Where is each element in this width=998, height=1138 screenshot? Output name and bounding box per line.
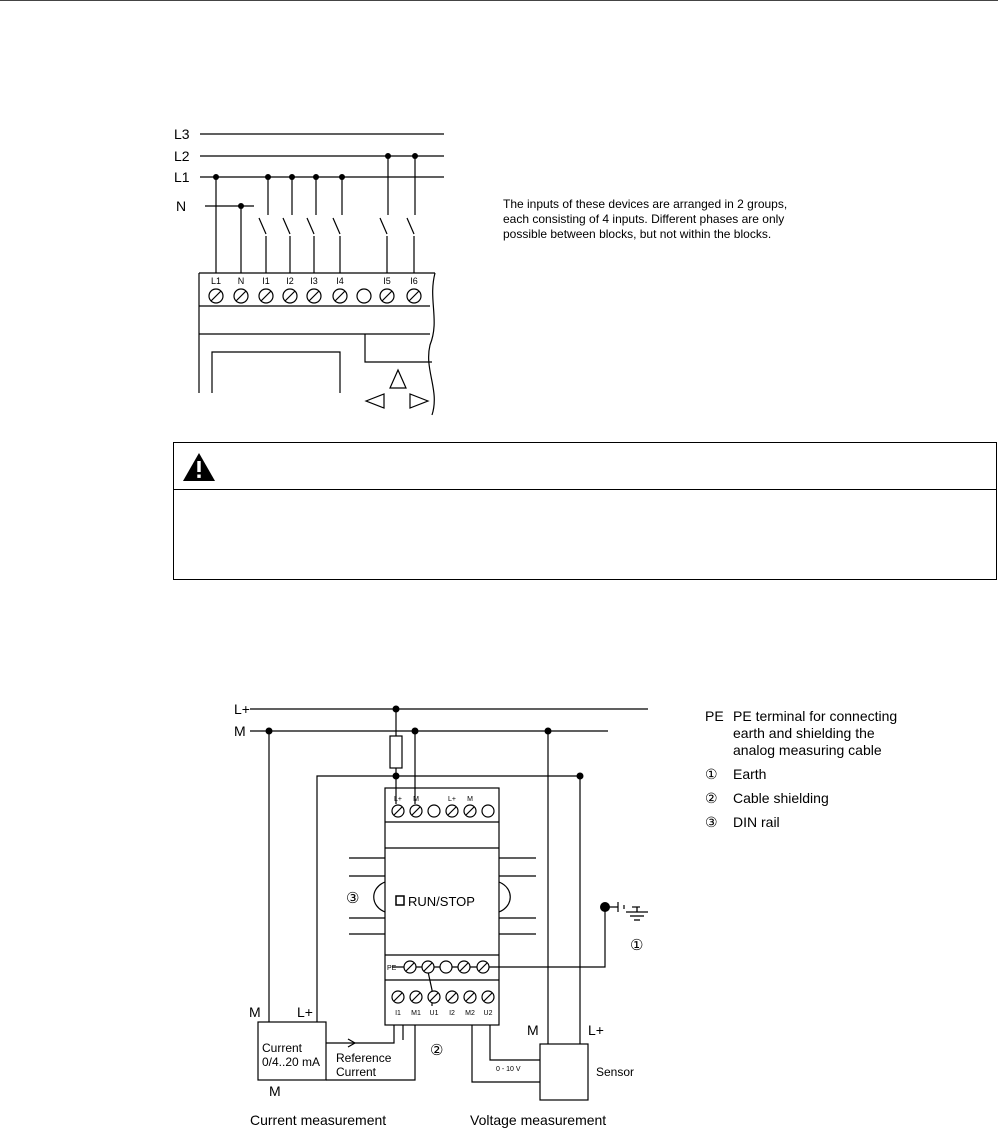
- voltage-range-label: 0 - 10 V: [496, 1066, 521, 1073]
- current-bottom-m-label: M: [269, 1083, 281, 1099]
- caption-current-measurement: Current measurement: [250, 1112, 387, 1128]
- top-terminal-1: L+: [394, 796, 402, 803]
- wiring-diagram-inputs: L3 L2 L1 N L1 N I1 I2 I3 I4 I5 I6: [174, 126, 444, 416]
- label-l2: L2: [174, 148, 190, 164]
- top-rule: [0, 0, 998, 1]
- terminal-n: N: [238, 276, 245, 286]
- terminal-l1: L1: [211, 276, 221, 286]
- marker-earth: ①: [630, 937, 643, 954]
- legend-key: ①: [705, 766, 718, 782]
- top-terminal-2: M: [413, 796, 419, 803]
- legend-text: Earth: [733, 766, 767, 782]
- pe-terminal-label: PE: [387, 965, 397, 972]
- terminal-i2: I2: [286, 276, 294, 286]
- warning-header: [174, 443, 996, 490]
- sensor-lplus-label: L+: [588, 1022, 604, 1038]
- legend-text: PE terminal for connecting earth and shi…: [733, 708, 898, 758]
- legend-item-earth: ① Earth: [705, 766, 905, 783]
- top-terminal-3: L+: [448, 796, 456, 803]
- legend-item-pe: PE PE terminal for connecting earth and …: [705, 708, 905, 759]
- input-groups-note: The inputs of these devices are arranged…: [503, 197, 788, 241]
- sensor-label: Sensor: [596, 1065, 634, 1079]
- legend-key: ②: [705, 790, 718, 806]
- left-arrow-icon: [364, 393, 385, 409]
- legend-text: Cable shielding: [733, 790, 829, 806]
- legend-key: PE: [705, 708, 724, 724]
- sensor-m-label: M: [527, 1022, 539, 1038]
- bottom-terminal-i2: I2: [449, 1010, 455, 1017]
- bottom-terminal-u2: U2: [484, 1010, 493, 1017]
- warning-triangle-icon: [183, 453, 215, 481]
- current-lplus-label: L+: [297, 1004, 313, 1020]
- up-arrow-icon: [389, 368, 407, 389]
- rail-m-label: M: [234, 723, 246, 739]
- bottom-terminal-m1: M1: [411, 1010, 421, 1017]
- legend-item-shield: ② Cable shielding: [705, 790, 905, 807]
- rail-lplus-label: L+: [234, 701, 250, 717]
- bottom-terminal-m2: M2: [465, 1010, 475, 1017]
- legend-key: ③: [705, 814, 718, 830]
- bottom-terminal-u1: U1: [430, 1010, 439, 1017]
- terminal-i4: I4: [336, 276, 344, 286]
- run-stop-label: RUN/STOP: [408, 894, 475, 909]
- warning-box: [173, 442, 997, 580]
- bottom-terminal-i1: I1: [395, 1010, 401, 1017]
- legend-text: DIN rail: [733, 814, 780, 830]
- top-terminal-4: M: [467, 796, 473, 803]
- right-arrow-icon: [409, 393, 430, 409]
- caption-voltage-measurement: Voltage measurement: [470, 1112, 607, 1128]
- earth-icon: [626, 907, 648, 921]
- legend-item-din-rail: ③ DIN rail: [705, 814, 905, 831]
- terminal-i3: I3: [310, 276, 318, 286]
- run-stop-led-icon: [395, 895, 405, 906]
- wiring-diagram-analog: L+ M L+ M L+ M I1 M1 U1 I2 M2 U2 PE RUN/…: [234, 701, 648, 1101]
- label-n: N: [176, 198, 186, 214]
- label-l1: L1: [174, 169, 190, 185]
- legend: PE PE terminal for connecting earth and …: [705, 708, 905, 838]
- terminal-i1: I1: [262, 276, 270, 286]
- marker-din-rail: ③: [346, 890, 359, 907]
- earth-point: [600, 902, 610, 912]
- current-m-label: M: [249, 1004, 261, 1020]
- label-l3: L3: [174, 126, 190, 142]
- terminal-i5: I5: [383, 276, 391, 286]
- marker-cable-shield: ②: [430, 1042, 443, 1059]
- terminal-i6: I6: [410, 276, 418, 286]
